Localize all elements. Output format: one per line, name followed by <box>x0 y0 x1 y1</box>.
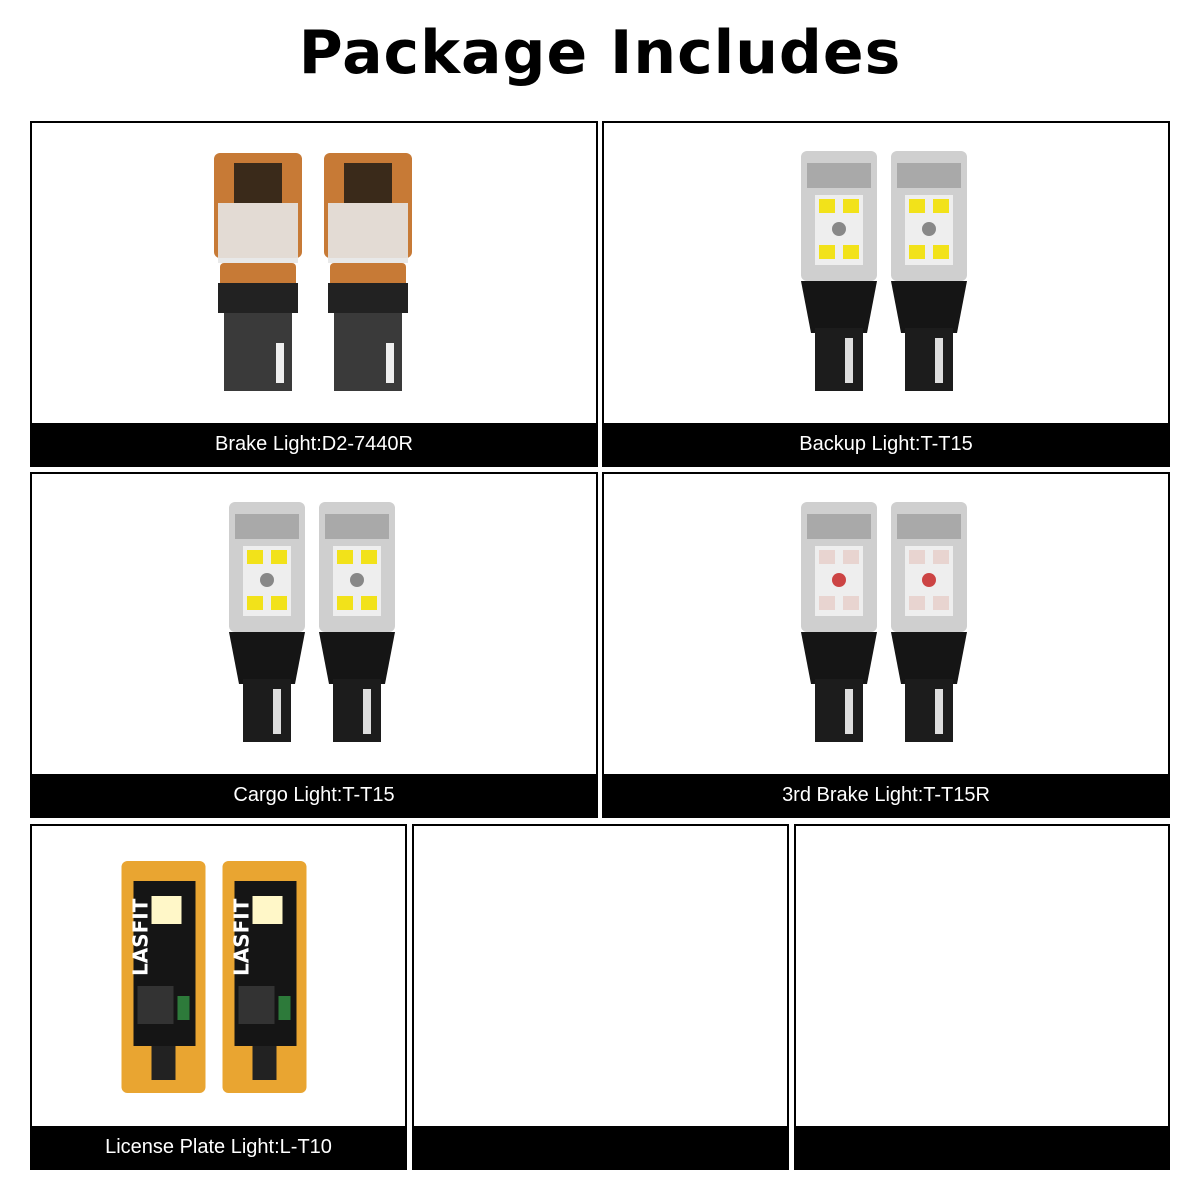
product-caption: Cargo Light:T-T15 <box>32 774 596 816</box>
cargo-light-bulb-image <box>32 474 596 774</box>
bulb-7440 <box>214 153 302 391</box>
bulb-7440 <box>324 153 412 391</box>
product-panel-backup-light: Backup Light:T-T15 <box>602 121 1170 467</box>
product-caption: 3rd Brake Light:T-T15R <box>604 774 1168 816</box>
bulb-t15 <box>319 502 395 742</box>
bulb-illustration <box>214 153 412 391</box>
page-title: Package Includes <box>298 18 902 88</box>
product-caption: Brake Light:D2-7440R <box>32 423 596 465</box>
bulb-illustration <box>801 151 967 391</box>
3rd-brake-light-bulb-image <box>604 474 1168 774</box>
brake-light-bulb-image <box>32 123 596 423</box>
empty-caption <box>796 1126 1168 1168</box>
empty-panel <box>794 824 1170 1170</box>
empty-caption <box>414 1126 787 1168</box>
product-panel-3rd-brake-light: 3rd Brake Light:T-T15R <box>602 472 1170 818</box>
product-caption: Backup Light:T-T15 <box>604 423 1168 465</box>
license-plate-bulb-image: LASFIT LASFIT <box>32 826 405 1126</box>
product-panel-license-plate-light: LASFIT LASFIT License Plate Light:L-T10 <box>30 824 407 1170</box>
bulb-t15 <box>801 502 877 742</box>
bulb-t15 <box>891 502 967 742</box>
bulb-t15 <box>229 502 305 742</box>
bulb-illustration <box>801 502 967 742</box>
product-caption: License Plate Light:L-T10 <box>32 1126 405 1168</box>
bulb-t10-pcb: LASFIT <box>222 861 307 1093</box>
bulb-t15 <box>801 151 877 391</box>
bulb-illustration: LASFIT LASFIT <box>121 861 307 1093</box>
backup-light-bulb-image <box>604 123 1168 423</box>
svg-text:LASFIT: LASFIT <box>230 898 254 976</box>
product-panel-cargo-light: Cargo Light:T-T15 <box>30 472 598 818</box>
svg-text:LASFIT: LASFIT <box>129 898 153 976</box>
product-panel-brake-light: Brake Light:D2-7440R <box>30 121 598 467</box>
bulb-t15 <box>891 151 967 391</box>
bulb-illustration <box>229 502 395 742</box>
empty-panel <box>412 824 789 1170</box>
bulb-t10-pcb: LASFIT <box>121 861 206 1093</box>
